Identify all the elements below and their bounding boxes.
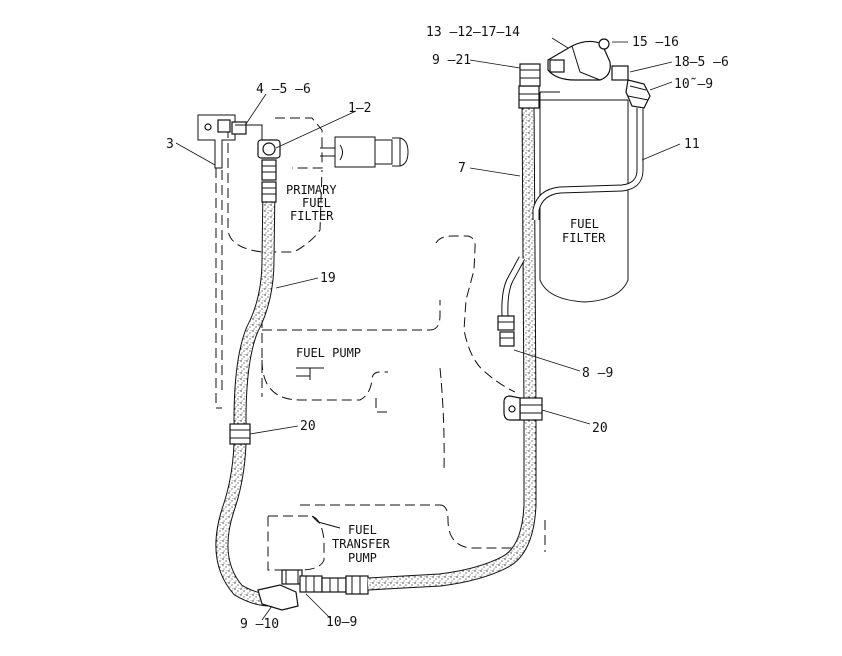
fuel-transfer-pump-label-line3: PUMP [348,551,377,565]
fuel-hose-19 [215,181,277,607]
callout-9-10: 9 –10 [240,617,279,632]
callout-15-16: 15 –16 [632,35,679,50]
primary-fuel-filter [227,117,409,253]
primary-filter-outlet-fitting [257,139,281,181]
fuel-hose-7 [367,85,540,591]
callout-8-9: 8 –9 [582,366,613,381]
fuel-transfer-pump-label-line1: FUEL [348,523,377,537]
fuel-pump [296,367,324,380]
fuel-filter-label-line1: FUEL [570,217,599,231]
callout-10-9-top: 10̃ –9 [674,77,713,92]
callout-9-21: 9 –21 [432,53,471,68]
callout-20-right: 20 [592,421,608,436]
fuel-filter [539,91,629,303]
callout-20-left: 20 [300,419,316,434]
fitting-9-21 [519,63,541,87]
mounting-bracket [197,114,263,169]
callout-4-5-6: 4 –5 –6 [256,82,311,97]
fuel-tube-8-9 [497,256,526,347]
primary-fuel-filter-label-line1: PRIMARY [286,183,337,197]
fuel-transfer-pump [267,515,341,585]
callout-19: 19 [320,271,336,286]
primary-fuel-filter-label-line3: FILTER [290,209,334,223]
callout-18-5-6: 18–5 –6 [674,55,729,70]
leader-lines [175,37,681,621]
hose-clamp-left [229,423,251,445]
callout-10-9-bottom: 10–9 [326,615,357,630]
primary-fuel-filter-label-line2: FUEL [302,196,331,210]
fuel-tube-11 [532,108,644,220]
fitting-18-5-6 [611,65,651,109]
callout-13-12-17-14: 13 –12–17–14 [426,25,520,40]
callout-1-2: 1–2 [348,101,371,116]
callout-7: 7 [458,161,466,176]
fuel-filter-head [547,38,611,81]
engine-outline [215,168,546,552]
fuel-transfer-pump-label-line2: TRANSFER [332,537,391,551]
fuel-pump-label: FUEL PUMP [296,346,361,360]
transfer-pump-fittings [257,575,369,611]
fuel-filter-label-line2: FILTER [562,231,606,245]
callout-11: 11 [684,137,700,152]
hose-clamp-right [503,395,543,421]
callout-3: 3 [166,137,174,152]
